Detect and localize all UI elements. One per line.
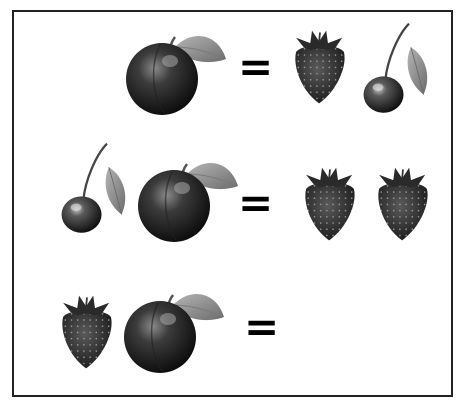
equals-sign: = [238, 182, 273, 224]
strawberry-icon [56, 292, 118, 372]
cherry-icon [358, 20, 440, 120]
cherry-icon [56, 140, 138, 240]
equals-sign: = [238, 46, 273, 88]
plum-icon [132, 152, 242, 242]
strawberry-icon [372, 164, 434, 244]
strawberry-icon [289, 27, 351, 107]
strawberry-icon [299, 164, 361, 244]
equals-sign: = [244, 306, 279, 348]
plum-icon [118, 283, 228, 373]
plum-icon [120, 25, 230, 115]
